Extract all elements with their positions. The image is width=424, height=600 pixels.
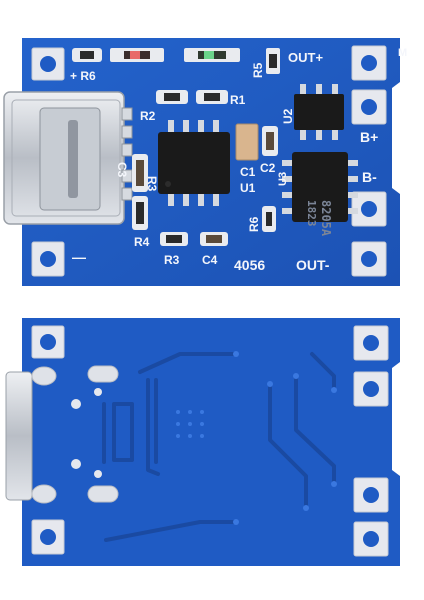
chip-marking-1: 8205A [319,200,333,237]
bottom-board [5,318,400,566]
label-r4: R4 [134,235,150,249]
label-out-minus: OUT- [296,257,330,273]
label-u3: U3 [277,172,289,186]
top-board: 8205A 1823 + R6 R5 OUT+ M R2 R1 U2 B+ R3… [3,38,407,286]
label-u1: U1 [240,181,256,195]
label-r1: R1 [230,93,246,107]
label-out-plus: OUT+ [288,50,323,65]
label-c4: C4 [202,253,218,267]
label-c1: C1 [240,165,256,179]
label-model: 4056 [234,257,265,273]
silkscreen-labels: + R6 R5 OUT+ M R2 R1 U2 B+ R3 C3 C1 C2 U… [70,47,407,273]
label-b-minus: B- [362,169,377,185]
label-r3: R3 [164,253,180,267]
label-m: M [398,47,407,59]
label-r3-left: R3 [145,176,159,192]
u2-chip [294,84,344,140]
tp4056-chip [158,120,230,206]
u3-chip: 8205A 1823 [282,152,358,237]
label-r5: R5 [251,62,265,78]
label-c2: C2 [260,161,276,175]
label-r6: R6 [247,216,261,232]
label-c3: C3 [115,162,129,178]
label-plus-r6: + R6 [70,69,96,83]
smd-components [72,48,280,246]
label-b-plus: B+ [360,129,378,145]
label-u2: U2 [281,108,295,124]
label-minus: — [72,249,86,265]
usb-c-connector [3,91,133,225]
label-r2: R2 [140,109,156,123]
chip-marking-2: 1823 [305,200,318,227]
